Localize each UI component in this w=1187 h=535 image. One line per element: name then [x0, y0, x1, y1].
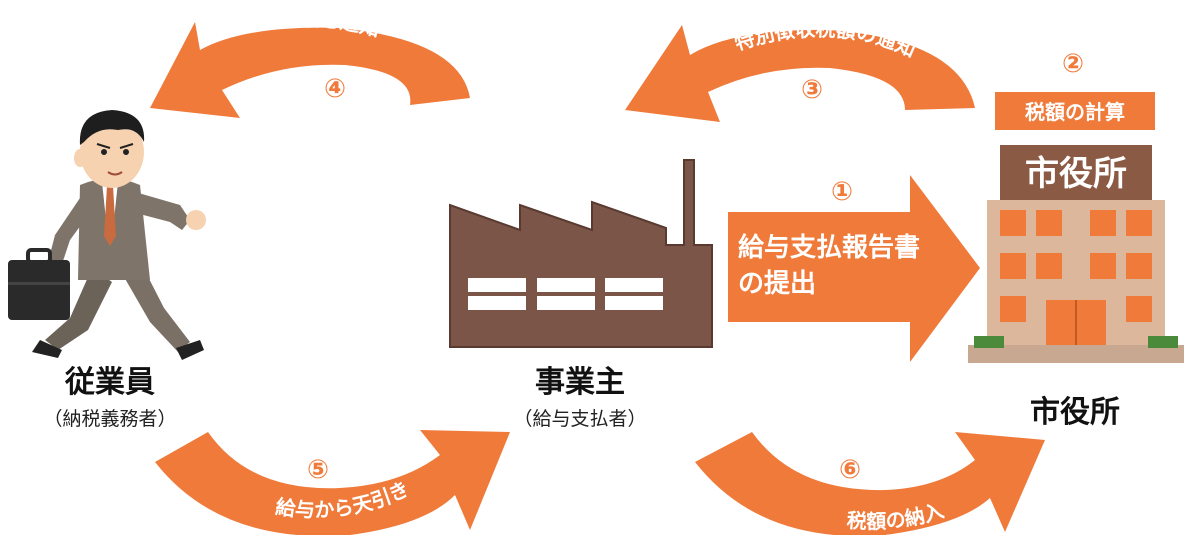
step-4-number: ④	[324, 74, 346, 104]
step-3-number: ③	[801, 75, 823, 105]
employee-name: 従業員	[64, 365, 155, 400]
employer-role: （給与支払者）	[513, 408, 646, 430]
arrow-step-3	[625, 25, 975, 122]
step-1-label-line1: 給与支払報告書	[738, 232, 920, 263]
employer-name: 事業主	[535, 365, 625, 400]
factory-icon	[449, 159, 713, 348]
city-office-name: 市役所	[1030, 395, 1120, 430]
step-2-label: 税額の計算	[1025, 100, 1125, 124]
step-2-number: ②	[1062, 49, 1084, 79]
step-5-number: ⑤	[307, 455, 329, 485]
step-1-number: ①	[831, 177, 853, 207]
arrow-step-5	[155, 430, 510, 535]
employee-role: （納税義務者）	[43, 408, 176, 430]
step-1-label-line2: の提出	[738, 269, 816, 299]
city-hall-sign: 市役所	[1025, 154, 1127, 194]
businessman-icon	[32, 110, 206, 360]
step-2-badge	[995, 92, 1155, 130]
arrow-step-1	[728, 175, 980, 362]
briefcase-icon	[8, 248, 70, 320]
arrow-step-6	[695, 432, 1045, 535]
arrow-step-4	[150, 22, 470, 118]
step-6-number: ⑥	[839, 455, 861, 485]
city-hall-icon: 市役所	[968, 145, 1184, 363]
